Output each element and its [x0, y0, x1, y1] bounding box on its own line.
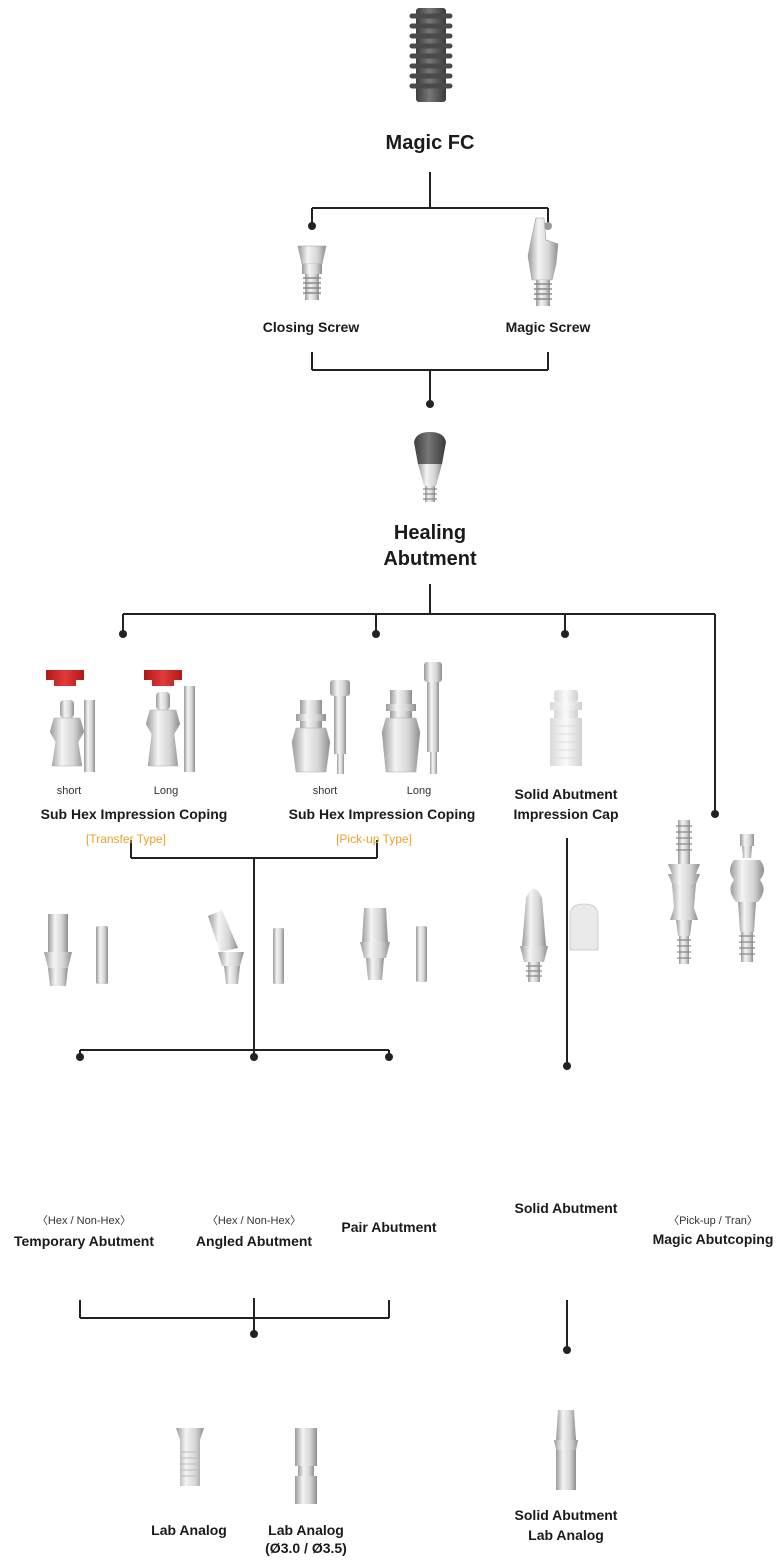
magic-abutcoping-icon: [668, 820, 764, 964]
dot-cap: [561, 630, 569, 638]
dot-solid: [563, 1062, 571, 1070]
dot-healing: [426, 400, 434, 408]
pair-abutment-icon: [360, 908, 427, 982]
temporary-variant-label: 〈Hex / Non-Hex〉: [36, 1215, 132, 1227]
magic-screw-icon: [527, 217, 559, 306]
impression-cap-icon: [550, 690, 582, 766]
healing-abutment-title-line1: Healing: [393, 522, 467, 544]
dot-pickup: [372, 630, 380, 638]
connector-screws-to-healing: [311, 352, 549, 404]
pickup-long-label: Long: [406, 785, 432, 797]
dot-analogs: [250, 1330, 258, 1338]
solid-abutment-title: Solid Abutment: [514, 1200, 618, 1216]
abutcoping-variant-label: 〈Pick-up / Tran〉: [668, 1215, 758, 1227]
closing-screw-icon: [297, 245, 327, 300]
connectors: [79, 172, 716, 1350]
connector-healing-to-impression: [122, 584, 716, 814]
connector-implant-to-screws: [311, 172, 549, 226]
transfer-short-label: short: [56, 785, 82, 797]
dot-angled: [250, 1053, 258, 1061]
angled-abutment-title: Angled Abutment: [195, 1233, 313, 1249]
connector-dots: [76, 222, 719, 1354]
connector-abutments-to-analogs: [79, 1298, 390, 1334]
impression-cap-title-line2: Impression Cap: [513, 806, 619, 822]
magic-screw-title: Magic Screw: [505, 319, 591, 335]
implant-fixture-icon: [409, 8, 453, 102]
dot-magic-screw: [544, 222, 552, 230]
lab-analog-title: Lab Analog: [151, 1522, 227, 1538]
dot-closing-screw: [308, 222, 316, 230]
magic-fc-title: Magic FC: [385, 132, 475, 154]
temporary-abutment-title: Temporary Abutment: [13, 1233, 155, 1249]
dot-solid-analog: [563, 1346, 571, 1354]
lab-analog-icon: [176, 1428, 204, 1486]
lab-analog-small-title-line2: (Ø3.0 / Ø3.5): [265, 1540, 347, 1556]
pickup-short-label: short: [312, 785, 338, 797]
pickup-coping-title: Sub Hex Impression Coping: [288, 806, 476, 822]
solid-abutment-icon: [520, 889, 599, 982]
solid-lab-analog-title-line1: Solid Abutment: [514, 1507, 618, 1523]
closing-screw-title: Closing Screw: [262, 319, 360, 335]
transfer-coping-icon: [46, 670, 195, 772]
dot-abutcoping: [711, 810, 719, 818]
solid-lab-analog-title-line2: Lab Analog: [528, 1527, 604, 1543]
lab-analog-small-icon: [295, 1428, 317, 1504]
transfer-type-label: [Transfer Type]: [85, 832, 167, 846]
healing-abutment-icon: [414, 432, 446, 502]
transfer-long-label: Long: [153, 785, 179, 797]
pickup-type-label: [Pick-up Type]: [336, 832, 412, 846]
healing-abutment-title-line2: Abutment: [383, 548, 477, 570]
dot-pair: [385, 1053, 393, 1061]
impression-cap-title-line1: Solid Abutment: [514, 786, 618, 802]
transfer-coping-title: Sub Hex Impression Coping: [40, 806, 228, 822]
angled-abutment-icon: [208, 910, 284, 984]
pickup-coping-icon: [291, 662, 442, 774]
solid-lab-analog-icon: [554, 1410, 578, 1490]
magic-abutcoping-title: Magic Abutcoping: [652, 1231, 774, 1247]
dot-transfer: [119, 630, 127, 638]
lab-analog-small-title-line1: Lab Analog: [268, 1522, 344, 1538]
temporary-abutment-icon: [44, 914, 108, 986]
pair-abutment-title: Pair Abutment: [341, 1219, 437, 1235]
dot-temporary: [76, 1053, 84, 1061]
angled-variant-label: 〈Hex / Non-Hex〉: [206, 1215, 302, 1227]
